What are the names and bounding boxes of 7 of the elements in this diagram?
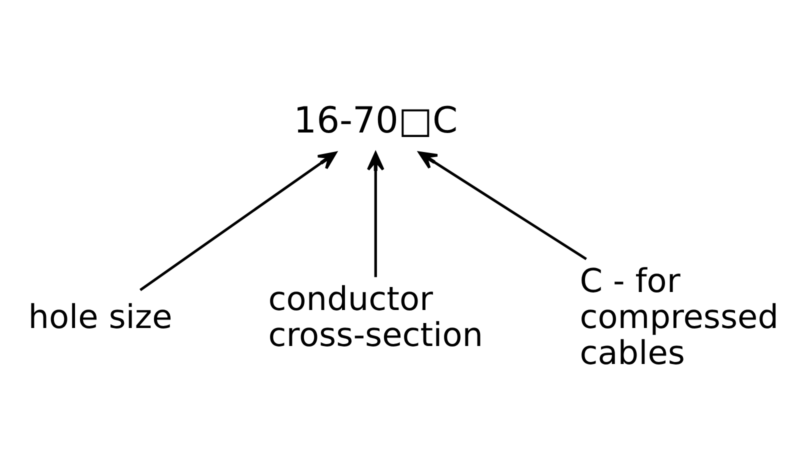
arrow (366, 152, 384, 278)
node-text: 16-70□C (294, 99, 458, 142)
arrow (418, 151, 587, 260)
node-text: conductor cross-section (268, 280, 484, 354)
node-text: hole size (28, 298, 172, 336)
arrow (140, 152, 337, 292)
node-text: C - for compressed cables (580, 262, 779, 372)
